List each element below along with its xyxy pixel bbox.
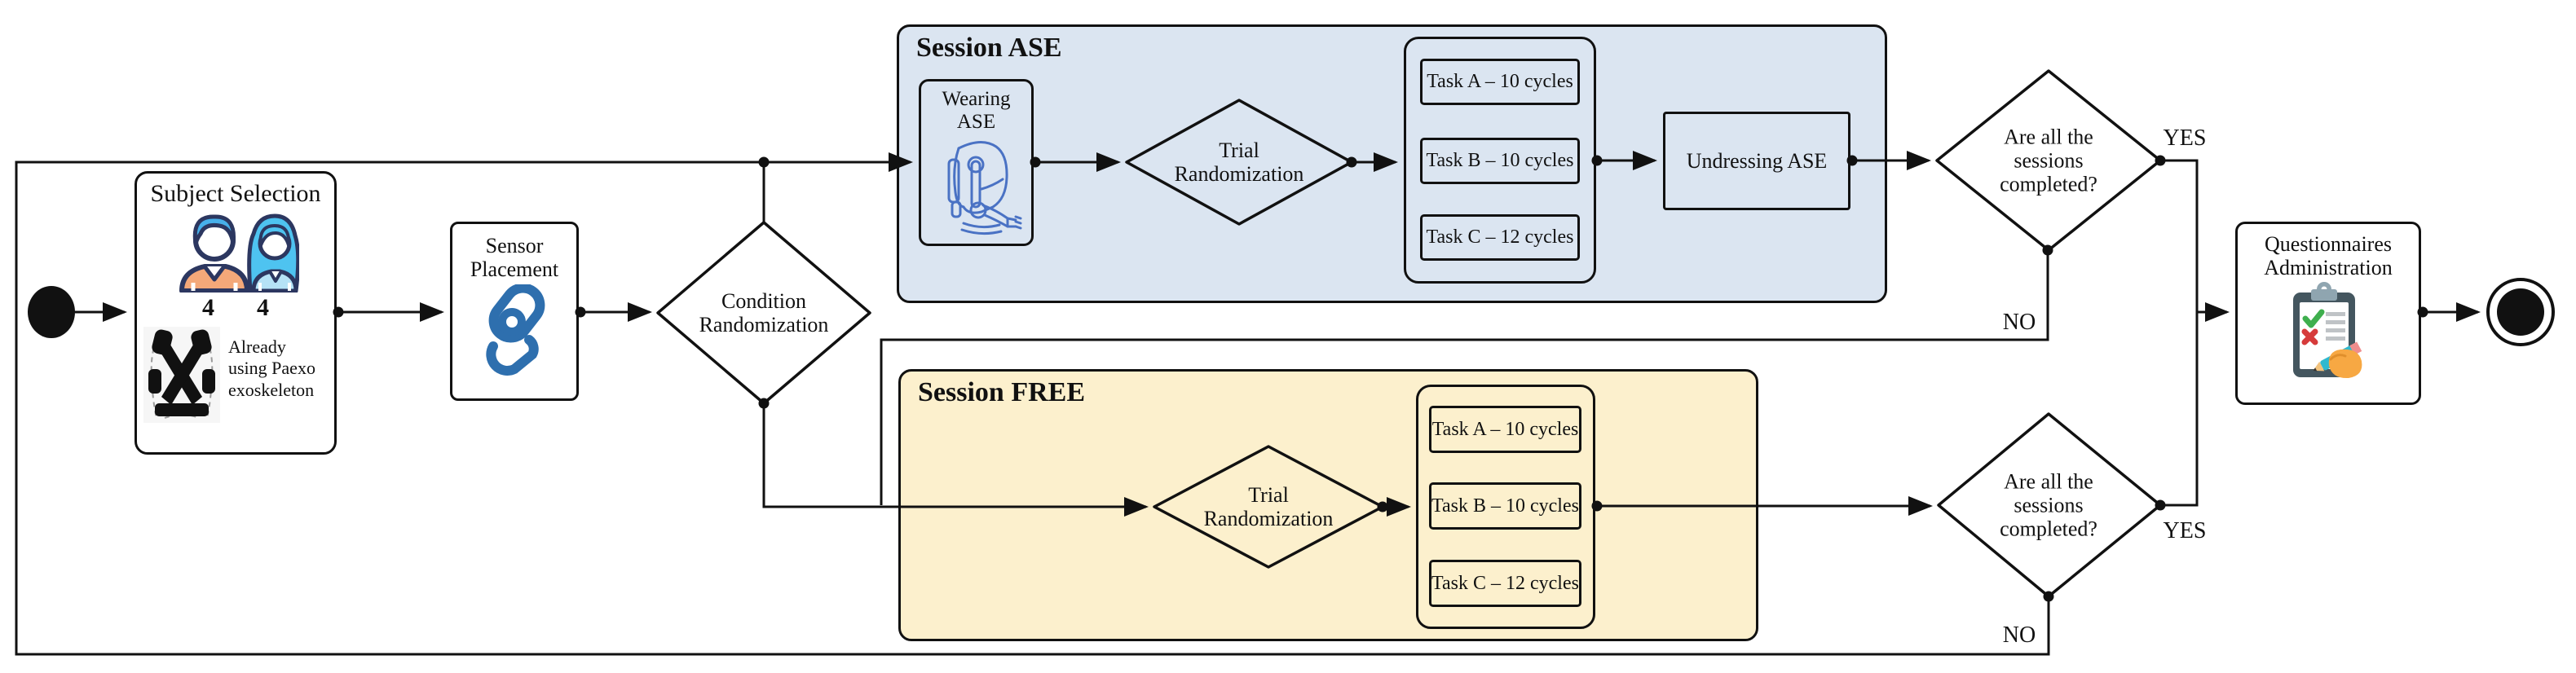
free-task-c: Task C – 12 cycles [1429, 560, 1581, 607]
decision-free-question: Are all the sessions completed? [2000, 469, 2097, 541]
sensor-placement-title: Sensor Placement [470, 234, 559, 282]
clipboard-checklist-icon [2238, 281, 2419, 385]
ase-task-a-label: Task A – 10 cycles [1427, 71, 1573, 92]
end-node-inner [2497, 288, 2544, 336]
questionnaires-box: Questionnaires Administration [2235, 222, 2421, 405]
decision-ase-question: Are all the sessions completed? [2000, 125, 2097, 196]
subject-selection-box: Subject Selection 4 4 [135, 171, 337, 455]
subject-selection-note: Already using Paexo exoskeleton [228, 336, 315, 401]
sensor-icon [452, 284, 576, 382]
decision-ase-no-label: NO [2002, 310, 2036, 335]
paexo-exoskeleton-photo [143, 326, 220, 427]
free-task-b-label: Task B – 10 cycles [1431, 495, 1579, 517]
decision-ase-yes-label: YES [2163, 125, 2207, 151]
session-ase-title: Session ASE [916, 33, 1062, 63]
session-free-title: Session FREE [918, 377, 1085, 407]
edge-yes-top [2160, 159, 2199, 312]
free-task-c-label: Task C – 12 cycles [1431, 572, 1579, 594]
male-count: 4 [202, 293, 214, 321]
start-node [28, 286, 75, 338]
decision-free-yes-label: YES [2163, 518, 2207, 543]
exoskeleton-arm-icon [921, 135, 1031, 246]
free-task-b: Task B – 10 cycles [1429, 482, 1581, 530]
end-node [2486, 278, 2555, 346]
ase-task-a: Task A – 10 cycles [1420, 59, 1580, 105]
edge-yes-bottom [2160, 312, 2199, 507]
ase-task-b-label: Task B – 10 cycles [1426, 150, 1574, 171]
undressing-ase-label: Undressing ASE [1686, 148, 1828, 173]
ase-task-c-label: Task C – 12 cycles [1426, 227, 1574, 248]
male-female-subjects-icon [137, 209, 334, 293]
female-count: 4 [257, 293, 269, 321]
condition-randomization-label: Condition Randomization [699, 288, 829, 336]
subject-selection-title: Subject Selection [150, 180, 321, 207]
free-trial-randomization-label: Trial Randomization [1203, 482, 1334, 530]
sensor-placement-box: Sensor Placement [450, 222, 579, 401]
ase-task-b: Task B – 10 cycles [1420, 138, 1580, 184]
undressing-ase-box: Undressing ASE [1663, 112, 1850, 210]
wearing-ase-box: Wearing ASE [919, 79, 1034, 246]
wearing-ase-title: Wearing ASE [942, 88, 1011, 133]
subject-counts: 4 4 [137, 294, 334, 322]
decision-free-no-label: NO [2002, 622, 2036, 648]
free-task-a: Task A – 10 cycles [1429, 406, 1581, 453]
questionnaires-title: Questionnaires Administration [2264, 232, 2393, 280]
ase-task-c: Task C – 12 cycles [1420, 214, 1580, 261]
free-task-a-label: Task A – 10 cycles [1431, 418, 1579, 440]
ase-trial-randomization-label: Trial Randomization [1174, 138, 1304, 186]
